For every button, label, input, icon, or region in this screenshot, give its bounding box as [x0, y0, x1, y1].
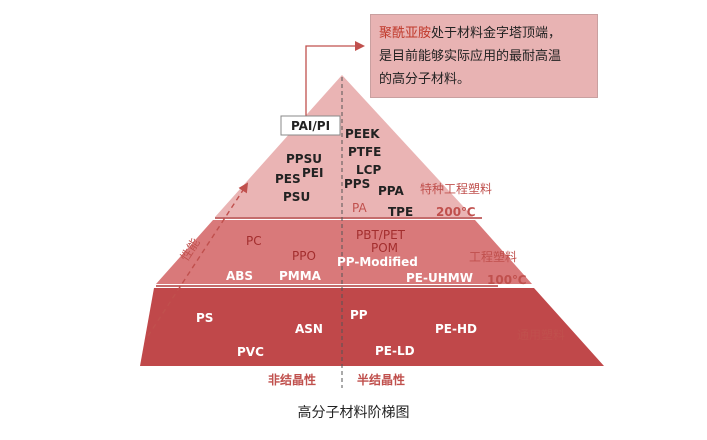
material-ppsu: PPSU: [286, 152, 322, 166]
material-pe-ld: PE-LD: [375, 344, 415, 358]
material-pp: PP: [350, 308, 368, 322]
material-pes: PES: [275, 172, 301, 186]
tier-engineering: [156, 220, 532, 284]
material-ps: PS: [196, 311, 213, 325]
apex-box: [280, 115, 341, 136]
callout-line-1: 聚酰亚胺处于材料金字塔顶端，: [379, 22, 589, 45]
temp-label-200: 200℃: [436, 205, 476, 219]
material-asn: ASN: [295, 322, 323, 336]
performance-arrow: [147, 182, 249, 337]
callout-line-2: 是目前能够实际应用的最耐高温: [379, 49, 562, 64]
material-pps: PPS: [344, 177, 370, 191]
material-pvc: PVC: [237, 345, 264, 359]
material-peek: PEEK: [345, 127, 380, 141]
material-pom: POM: [371, 241, 398, 255]
material-ptfe: PTFE: [348, 145, 381, 159]
callout-connector: [305, 41, 365, 117]
callout-line-1-rest: 处于材料金字塔顶端，: [431, 26, 562, 41]
material-pei: PEI: [302, 166, 323, 180]
material-psu: PSU: [283, 190, 310, 204]
material-pc: PC: [246, 234, 262, 248]
tier-general: [140, 288, 604, 366]
figure-caption: 高分子材料阶梯图: [297, 405, 410, 421]
apex-label: PAI/PI: [291, 119, 330, 133]
material-pa: PA: [352, 201, 367, 215]
material-ppa: PPA: [378, 184, 404, 198]
label-semicrystalline: 半结晶性: [357, 372, 405, 387]
material-pp-modified: PP-Modified: [337, 255, 418, 269]
material-tpe: TPE: [388, 205, 413, 219]
material-pbt-pet: PBT/PET: [356, 228, 406, 242]
callout-highlight: 聚酰亚胺: [379, 26, 432, 41]
callout-box: 聚酰亚胺处于材料金字塔顶端， 是目前能够实际应用的最耐高温 的高分子材料。: [370, 14, 598, 98]
tier-special: [215, 75, 473, 217]
material-lcp: LCP: [356, 163, 381, 177]
material-pmma: PMMA: [279, 269, 322, 283]
tier-label-special: 特种工程塑料: [420, 181, 492, 196]
callout-line-3: 的高分子材料。: [379, 72, 471, 87]
material-ppo: PPO: [292, 249, 316, 263]
material-pe-uhmw: PE-UHMW: [406, 271, 473, 285]
material-abs: ABS: [226, 269, 253, 283]
tier-label-general: 通用塑料: [517, 327, 565, 342]
label-amorphous: 非结晶性: [268, 372, 316, 387]
temp-label-100: 100℃: [487, 273, 527, 287]
material-pe-hd: PE-HD: [435, 322, 477, 336]
tier-label-engineering: 工程塑料: [469, 249, 517, 264]
